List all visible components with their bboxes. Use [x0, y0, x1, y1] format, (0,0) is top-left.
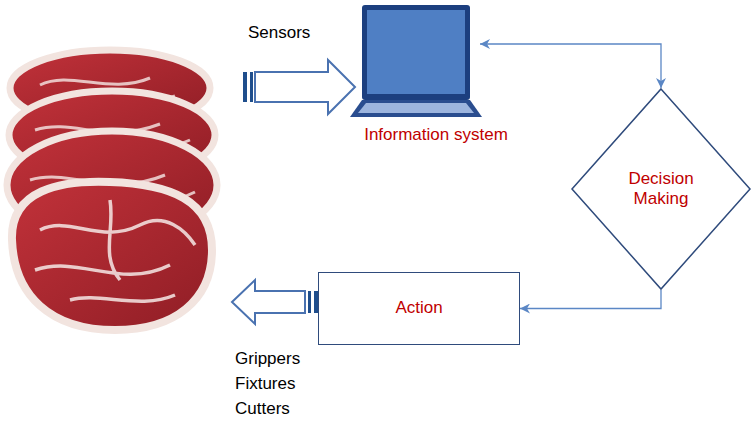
- flow-connector: [480, 44, 661, 88]
- laptop-icon: [350, 5, 480, 122]
- arrow-tail-bar: [308, 291, 311, 313]
- diamond-shape: [572, 89, 750, 289]
- actuator-label: Fixtures: [235, 374, 295, 394]
- flow-connector: [520, 290, 661, 309]
- node-text: Action: [395, 298, 442, 318]
- computer-icon-node: Information system: [350, 5, 480, 122]
- actuator-label: Grippers: [235, 349, 300, 369]
- steak-slice: [12, 182, 212, 330]
- laptop-base: [350, 100, 482, 117]
- hollow-arrow: [255, 60, 355, 114]
- hollow-arrow: [232, 280, 305, 324]
- sensor-arrow: [243, 60, 355, 114]
- process-box: Action: [318, 272, 520, 345]
- arrow-tail-bar: [243, 72, 247, 102]
- actuator-arrow: [232, 280, 318, 324]
- marbling: [35, 200, 195, 301]
- screen: [367, 10, 465, 94]
- screen-frame: [362, 5, 470, 100]
- sensor-label: Sensors: [248, 23, 310, 43]
- node-text: Decision Making: [611, 169, 711, 210]
- steak-illustration: [7, 50, 217, 330]
- actuator-label: Cutters: [235, 399, 290, 419]
- node-text: Information system: [364, 125, 508, 145]
- decision-diamond: Decision Making: [571, 88, 751, 290]
- arrow-tail-bar: [250, 72, 253, 102]
- keyboard: [358, 103, 474, 113]
